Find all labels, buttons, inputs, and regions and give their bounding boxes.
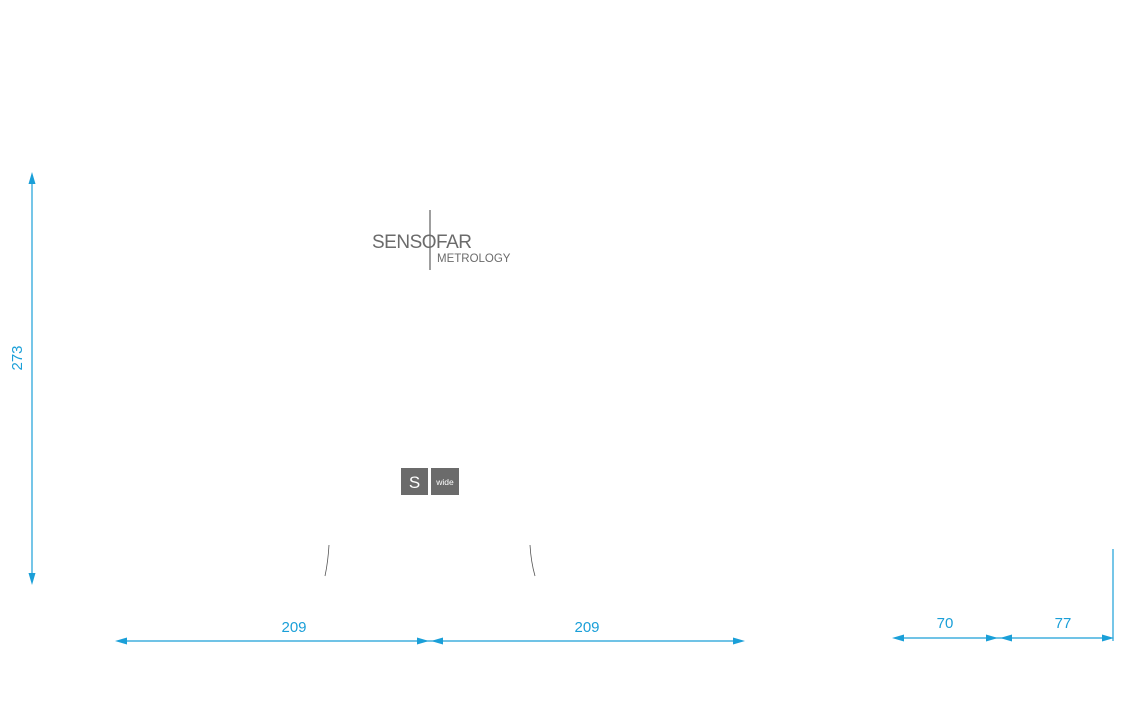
height-arrow-top [28, 172, 36, 184]
front-depth-label: 70 [937, 615, 954, 632]
rear-depth-arrow-end [1102, 634, 1114, 642]
s-wide-badge: S wide [401, 468, 459, 495]
height-dimension: 273 [9, 172, 36, 585]
left-width-arrow-end [417, 637, 429, 645]
height-dimension-label: 273 [9, 345, 26, 370]
rear-depth-arrow-start [1000, 634, 1012, 642]
left-width-arrow-start [115, 637, 127, 645]
right-width-label: 209 [574, 619, 599, 636]
logo-sub-text: METROLOGY [437, 253, 511, 265]
height-arrow-bottom [28, 573, 36, 585]
badge-letter: S [409, 473, 420, 492]
sensofar-logo: SENSOFAR METROLOGY [372, 210, 511, 270]
rear-depth-label: 77 [1055, 615, 1072, 632]
left-outline-stroke [324, 544, 330, 577]
badge-letter-box [401, 468, 428, 495]
logo-main-text: SENSOFAR [372, 232, 471, 253]
badge-word: wide [435, 477, 454, 487]
left-width-label: 209 [281, 619, 306, 636]
right-width-arrow-end [733, 637, 745, 645]
front-width-dimensions: 209 209 [115, 619, 745, 645]
right-width-arrow-start [431, 637, 443, 645]
front-depth-arrow-end [986, 634, 998, 642]
side-depth-dimensions: 70 77 [892, 615, 1114, 642]
right-outline-stroke [529, 544, 536, 577]
front-depth-arrow-start [892, 634, 904, 642]
badge-word-box [431, 468, 459, 495]
